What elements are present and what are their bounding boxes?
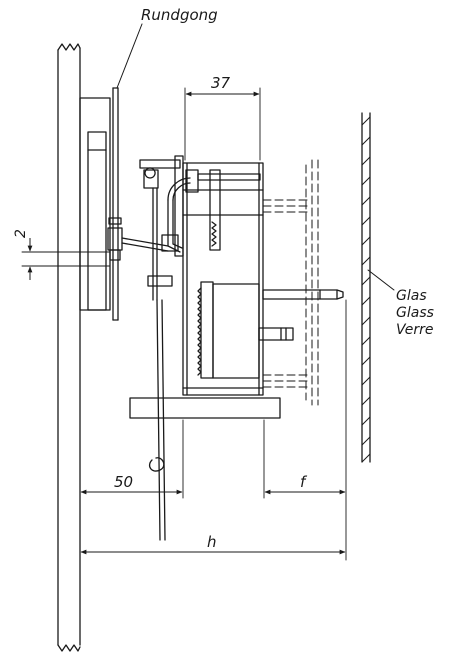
glass-label-en: Glass (396, 305, 434, 321)
dim-2-label: 2 (13, 229, 29, 238)
dim-h-label: h (207, 533, 217, 551)
gong-rod (107, 87, 169, 321)
hand-shaft (262, 289, 344, 300)
hammer-assembly (139, 155, 191, 541)
dial-plate (79, 97, 111, 311)
wall (57, 43, 81, 652)
movement-frame (182, 162, 264, 396)
barrel-wheel (197, 281, 294, 379)
dial-hidden-lines (262, 159, 319, 406)
dim-f-label: f (300, 473, 308, 491)
dim-37-label: 37 (211, 74, 231, 92)
glass-pane (361, 112, 371, 463)
base-block (129, 397, 281, 419)
glass-label-de: Glas (396, 288, 427, 304)
rundgong-label: Rundgong (141, 6, 218, 24)
extension-lines (21, 87, 347, 561)
upper-wheel-train (185, 169, 261, 251)
glass-label-fr: Verre (396, 322, 434, 338)
dim-50-label: 50 (114, 473, 133, 491)
